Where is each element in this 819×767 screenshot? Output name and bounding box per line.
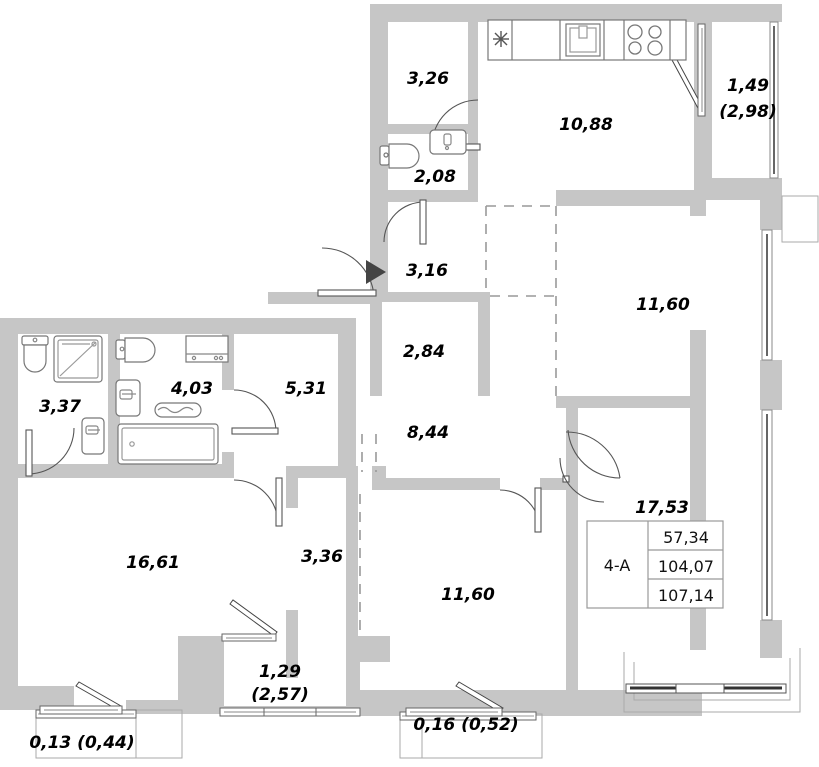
outline-group: [35, 195, 819, 759]
window-right-mid: [761, 229, 773, 361]
room-area-11-60-right: 11,60: [636, 295, 690, 315]
total-area-value: 107,14: [658, 586, 714, 605]
window-bottom-right: [625, 683, 787, 694]
balcony-door-0-13: [39, 681, 123, 715]
stove-icon: [627, 24, 663, 56]
balcony-door-0-16: [405, 681, 504, 717]
room-area-3-26: 3,26: [407, 69, 449, 89]
room-area-5-31: 5,31: [285, 379, 327, 399]
window-right-low: [761, 409, 773, 621]
washbasin-icon: [115, 379, 141, 417]
balcony-area-0-13-line1: 0,13 (0,44): [29, 733, 134, 753]
area-labels-group: 3,26 10,88 2,08 3,16 2,84 8,44 11,60 11,60 3,37 4…: [39, 69, 690, 605]
washbasin-icon: [81, 417, 105, 455]
room-area-4-03: 4,03: [170, 379, 213, 399]
balcony-labels-group: 1,49 (2,98) 1,29 (2,57) 0,13 (0,44) 0,16 (0,5…: [29, 76, 776, 753]
washbasin-icon: [429, 129, 467, 155]
toilet-icon: [115, 337, 156, 363]
room-area-10-88: 10,88: [559, 115, 613, 135]
dashed-partitions-group: [359, 205, 557, 636]
toilet-icon: [21, 335, 49, 373]
balcony-area-0-16-line1: 0,16 (0,52): [413, 715, 518, 735]
room-area-11-60-bottom: 11,60: [441, 585, 495, 605]
room-area-8-44: 8,44: [407, 423, 449, 443]
unit-label: 4-A: [604, 556, 631, 575]
bath-3-37-fixtures: [21, 335, 105, 455]
balcony-doors-group: [39, 23, 706, 717]
appliance-icon: [493, 31, 509, 47]
area-without-balcony-value: 104,07: [658, 557, 714, 576]
balcony-area-1-49-line2: (2,98): [719, 102, 776, 122]
info-table: 4-A 57,34 104,07 107,14: [586, 520, 724, 609]
kitchen-counter-group: [487, 19, 687, 61]
balcony-area-1-49-line1: 1,49: [727, 76, 769, 96]
room-area-17-53: 17,53: [635, 498, 689, 518]
walls-detail-group: [0, 262, 702, 716]
kitchen-sink-icon: [565, 23, 601, 57]
window-balcony-1-29: [219, 707, 361, 717]
bath-2-08-fixtures: [379, 129, 467, 169]
living-area-value: 57,34: [663, 528, 709, 547]
bathtub-icon: [117, 423, 219, 465]
room-area-3-37: 3,37: [39, 397, 81, 417]
entrance-arrow-icon: [366, 260, 386, 284]
shower-icon: [53, 335, 103, 383]
room-area-3-36: 3,36: [301, 547, 343, 567]
towel-rail-icon: [154, 402, 202, 418]
toilet-icon: [379, 143, 420, 169]
balcony-area-1-29-line1: 1,29: [259, 662, 301, 682]
balcony-door-1-29: [221, 599, 278, 642]
room-area-2-08: 2,08: [414, 167, 456, 187]
room-area-16-61: 16,61: [126, 553, 180, 573]
window-right-top: [769, 21, 779, 179]
room-area-3-16: 3,16: [406, 261, 448, 281]
room-area-2-84: 2,84: [403, 342, 445, 362]
washing-machine-icon: [185, 335, 229, 363]
balcony-area-1-29-line2: (2,57): [251, 685, 308, 705]
bath-4-03-fixtures: [115, 335, 229, 465]
